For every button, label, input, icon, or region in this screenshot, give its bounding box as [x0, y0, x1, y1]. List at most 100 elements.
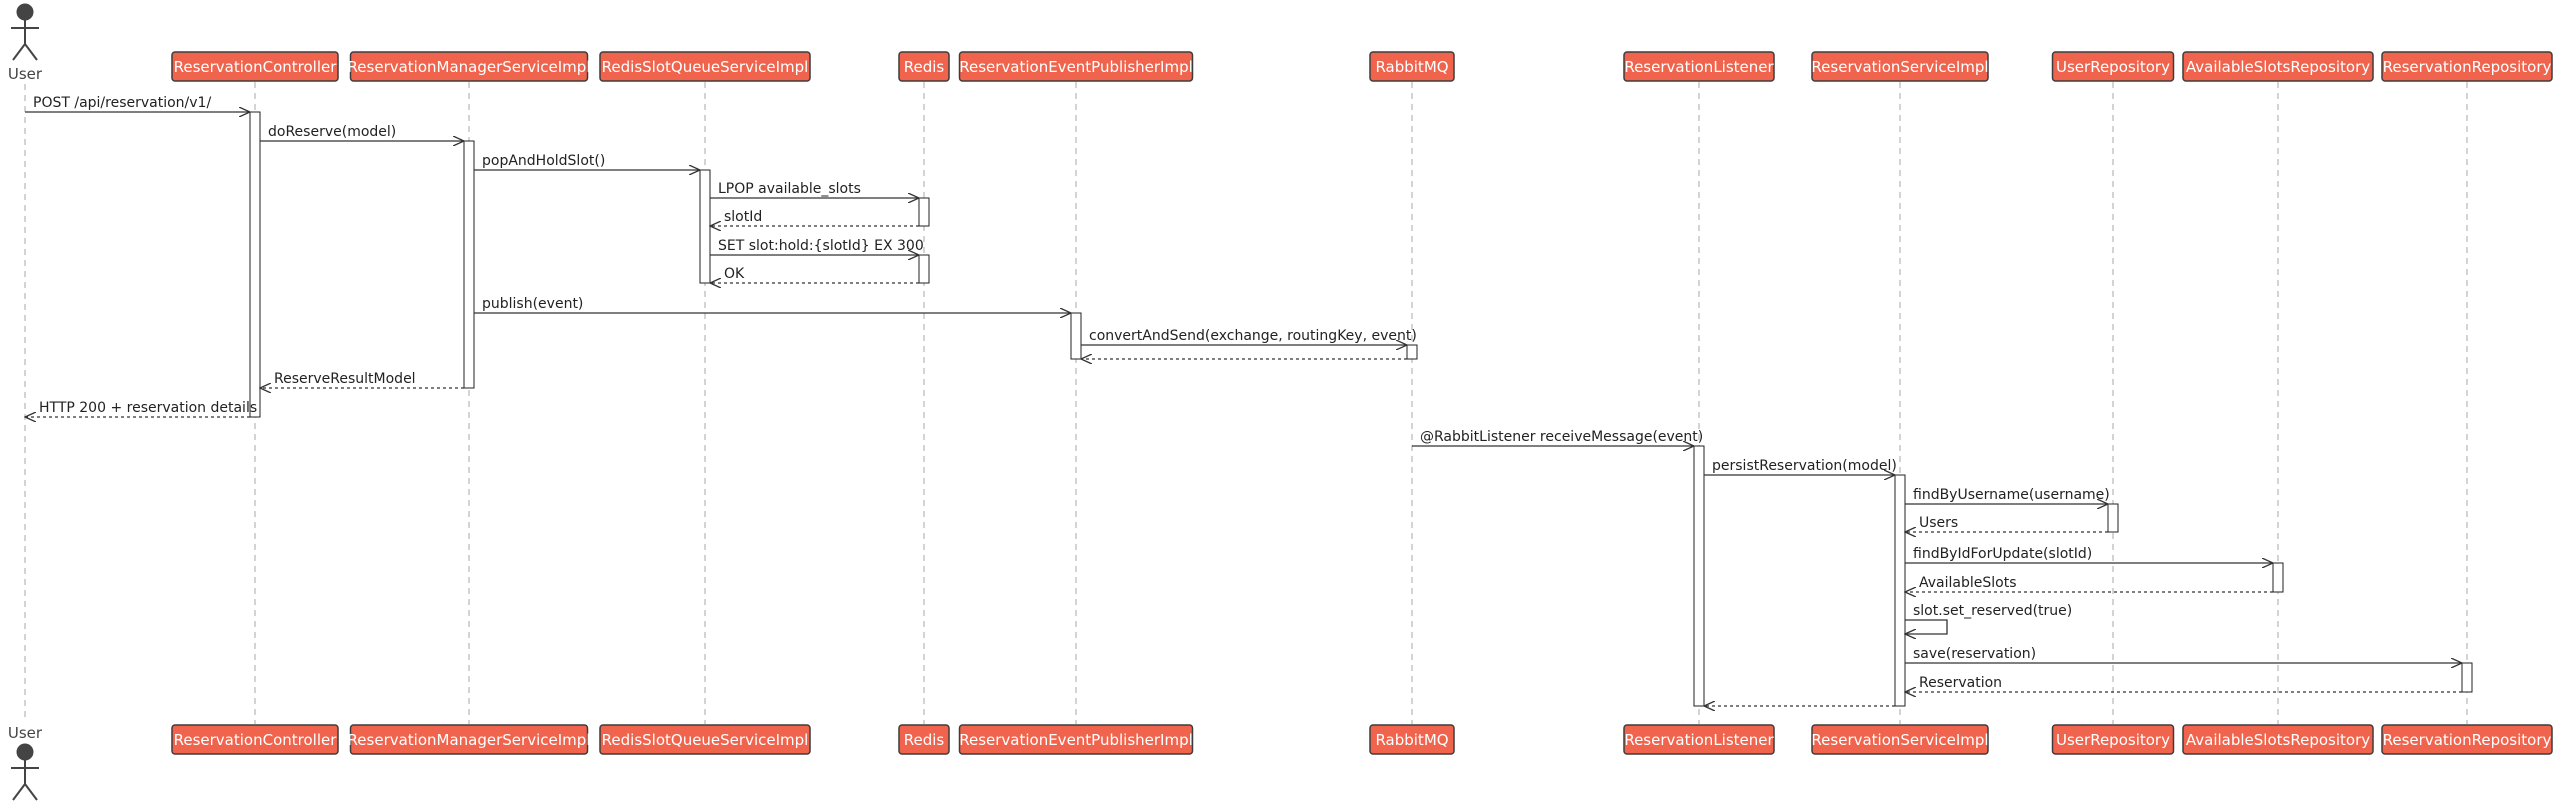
message-12: HTTP 200 + reservation details: [25, 400, 257, 417]
message-1: POST /api/reservation/v1/: [25, 95, 250, 112]
participant-label: Redis: [904, 731, 945, 749]
participant-user-repository-top: UserRepository: [2051, 51, 2175, 82]
participant-label: RedisSlotQueueServiceImpl: [602, 58, 809, 76]
message-17: findByIdForUpdate(slotId): [1905, 546, 2273, 563]
self-message-arrow: [1905, 619, 1948, 634]
participant-box: [599, 724, 811, 755]
activation-reservation-service-impl: [1894, 474, 1906, 707]
participant-box: [2381, 51, 2553, 82]
participant-box: [2381, 724, 2553, 755]
participant-box: [171, 51, 339, 82]
participant-box: [171, 724, 339, 755]
participant-box: [898, 724, 950, 755]
message-label: HTTP 200 + reservation details: [39, 400, 257, 416]
activation-bars: [249, 111, 2473, 707]
participant-reservation-event-publisher-impl-top: ReservationEventPublisherImpl: [958, 51, 1194, 82]
participant-box: [2051, 724, 2175, 755]
participant-box: [349, 51, 589, 82]
participant-rabbit-mq-top: RabbitMQ: [1369, 51, 1455, 82]
activation-user-repository: [2107, 503, 2119, 533]
participant-label: ReservationRepository: [2383, 731, 2552, 749]
message-6: SET slot:hold:{slotId} EX 300: [710, 238, 924, 255]
participant-label: UserRepository: [2056, 58, 2170, 76]
message-20: save(reservation): [1905, 646, 2462, 663]
message-16: Users: [1905, 515, 2108, 532]
message-label: Reservation: [1919, 675, 2002, 691]
participant-box: [1811, 51, 1989, 82]
activation-available-slots-repository: [2272, 562, 2284, 593]
participant-reservation-controller-bottom: ReservationController: [171, 724, 339, 755]
participant-reservation-listener-bottom: ReservationListener: [1623, 724, 1775, 755]
activation-reservation-event-publisher-impl: [1070, 312, 1082, 360]
message-label: doReserve(model): [268, 124, 396, 140]
message-21: Reservation: [1905, 675, 2462, 692]
message-label: Users: [1919, 515, 1958, 531]
messages: POST /api/reservation/v1/doReserve(model…: [25, 95, 2462, 706]
participant-box: [2051, 51, 2175, 82]
participant-box: [2182, 724, 2374, 755]
participant-label: ReservationEventPublisherImpl: [959, 731, 1193, 749]
participant-user-repository-bottom: UserRepository: [2051, 724, 2175, 755]
participant-reservation-repository-top: ReservationRepository: [2381, 51, 2553, 82]
message-label: SET slot:hold:{slotId} EX 300: [718, 238, 924, 254]
participant-box: [1811, 724, 1989, 755]
participant-label: ReservationListener: [1624, 731, 1774, 749]
participant-box: [958, 724, 1194, 755]
participant-label: ReservationRepository: [2383, 58, 2552, 76]
participant-box: [1623, 51, 1775, 82]
activation-reservation-controller: [249, 111, 261, 418]
participant-label: ReservationManagerServiceImpl: [348, 731, 591, 749]
participant-box: [958, 51, 1194, 82]
participant-reservation-manager-service-impl-top: ReservationManagerServiceImpl: [348, 51, 590, 82]
actor-label: User: [8, 65, 43, 83]
participant-available-slots-repository-top: AvailableSlotsRepository: [2182, 51, 2374, 82]
message-label: findByIdForUpdate(slotId): [1913, 546, 2092, 562]
participant-reservation-service-impl-bottom: ReservationServiceImpl: [1811, 724, 1989, 755]
participant-reservation-repository-bottom: ReservationRepository: [2381, 724, 2553, 755]
message-14: persistReservation(model): [1704, 458, 1897, 475]
message-13: @RabbitListener receiveMessage(event): [1412, 429, 1703, 446]
participant-reservation-manager-service-impl-bottom: ReservationManagerServiceImpl: [348, 724, 591, 755]
message-label: popAndHoldSlot(): [482, 153, 605, 169]
message-2: doReserve(model): [260, 124, 464, 141]
message-label: slot.set_reserved(true): [1913, 603, 2072, 619]
message-3: popAndHoldSlot(): [474, 153, 700, 170]
actor-body: [11, 760, 39, 801]
participant-label: AvailableSlotsRepository: [2186, 58, 2370, 76]
participant-box: [349, 724, 589, 755]
message-label: persistReservation(model): [1712, 458, 1897, 474]
message-label: LPOP available_slots: [718, 181, 861, 197]
participant-redis-slot-queue-service-impl-top: RedisSlotQueueServiceImpl: [599, 51, 811, 82]
participant-box: [1369, 51, 1455, 82]
participant-label: AvailableSlotsRepository: [2186, 731, 2370, 749]
message-label: slotId: [724, 209, 762, 225]
participant-label: ReservationServiceImpl: [1811, 731, 1988, 749]
activation-redis-slot-queue-service-impl: [699, 169, 711, 284]
participant-label: ReservationController: [174, 58, 338, 76]
participant-label: ReservationListener: [1624, 58, 1774, 76]
participant-rabbit-mq-bottom: RabbitMQ: [1369, 724, 1455, 755]
participant-heads: UserUserReservationControllerReservation…: [8, 3, 2553, 801]
participant-redis-slot-queue-service-impl-bottom: RedisSlotQueueServiceImpl: [599, 724, 811, 755]
lifelines: [24, 82, 2468, 724]
participant-label: RabbitMQ: [1375, 58, 1448, 76]
message-15: findByUsername(username): [1905, 487, 2110, 504]
message-4: LPOP available_slots: [710, 181, 919, 198]
participant-reservation-listener-top: ReservationListener: [1623, 51, 1775, 82]
activation-redis: [918, 197, 930, 227]
message-label: @RabbitListener receiveMessage(event): [1420, 429, 1703, 445]
activation-reservation-manager-service-impl: [463, 140, 475, 389]
actor-body: [11, 20, 39, 61]
participant-available-slots-repository-bottom: AvailableSlotsRepository: [2182, 724, 2374, 755]
participant-label: RabbitMQ: [1375, 731, 1448, 749]
participant-redis-top: Redis: [898, 51, 950, 82]
participant-box: [1369, 724, 1455, 755]
actor-icon: [16, 3, 34, 21]
participant-box: [898, 51, 950, 82]
participant-reservation-event-publisher-impl-bottom: ReservationEventPublisherImpl: [958, 724, 1194, 755]
actor-bottom: User: [8, 724, 43, 801]
message-label: publish(event): [482, 296, 583, 312]
participant-reservation-controller-top: ReservationController: [171, 51, 339, 82]
participant-redis-bottom: Redis: [898, 724, 950, 755]
